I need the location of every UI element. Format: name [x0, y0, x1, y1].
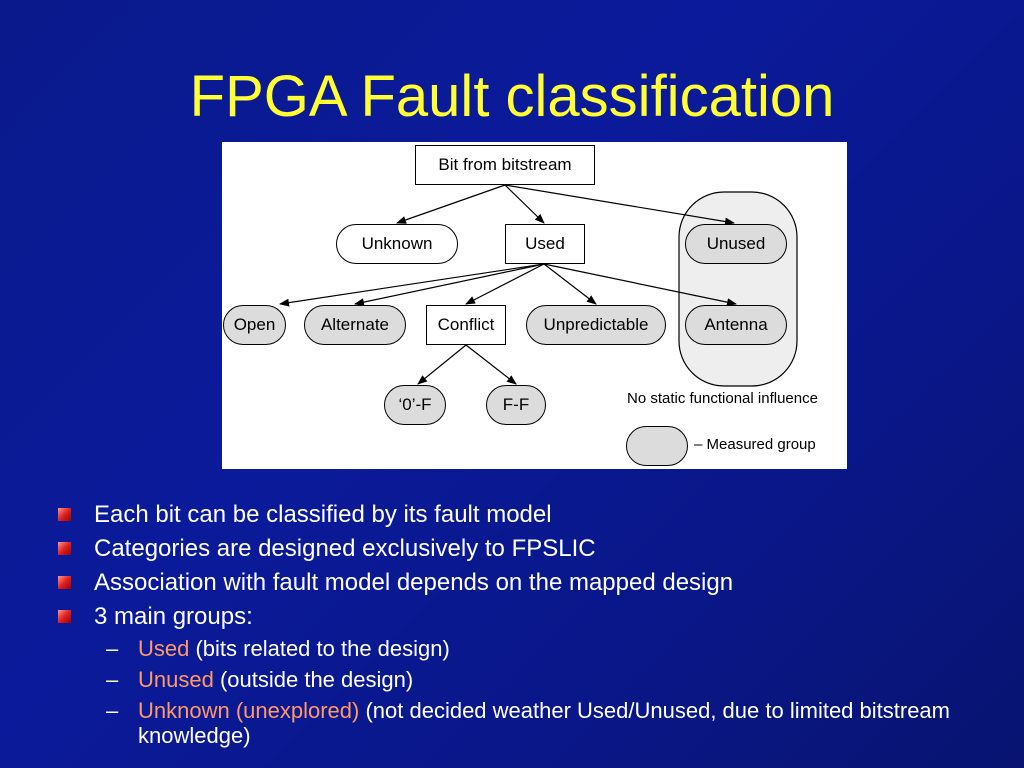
sub-bullet-highlight: Used	[138, 636, 190, 661]
bullet-item: Association with fault model depends on …	[58, 566, 1008, 600]
node-used: Used	[505, 224, 585, 264]
bullet-square-icon	[58, 610, 71, 623]
group-caption: No static functional influence	[627, 390, 818, 407]
edge-used-open	[279, 263, 545, 307]
sub-bullet-highlight: Unused	[138, 667, 214, 692]
edge-used-alternate	[354, 263, 545, 307]
sub-bullet-highlight: Unknown (unexplored)	[138, 698, 360, 723]
sub-bullet-used: –Used (bits related to the design)	[58, 636, 1008, 661]
edge-conflict-0f	[417, 344, 467, 385]
edge-root-unused	[504, 184, 735, 226]
node-conflict: Conflict	[426, 305, 506, 345]
legend-swatch	[626, 426, 688, 466]
bullet-square-icon	[58, 508, 71, 521]
node-open: Open	[223, 305, 286, 345]
node-0-f: ‘0’-F	[384, 385, 446, 425]
sub-bullet-text: (not decided weather Used/Unused, due to…	[138, 698, 950, 748]
slide-title: FPGA Fault classification	[189, 64, 835, 129]
node-f-f: F-F	[486, 385, 546, 425]
sub-bullet-text: (outside the design)	[213, 667, 414, 692]
bullet-list: Each bit can be classified by its fault …	[58, 498, 1008, 748]
edge-used-conflict	[465, 263, 545, 305]
node-alternate: Alternate	[304, 305, 406, 345]
node-unpredictable: Unpredictable	[526, 305, 666, 345]
node-bit-from-bitstream: Bit from bitstream	[415, 145, 595, 185]
dash-marker: –	[106, 636, 119, 661]
fault-classification-diagram: Bit from bitstream Unknown Used Unused O…	[222, 142, 847, 469]
edge-root-used	[504, 184, 545, 224]
bullet-square-icon	[58, 542, 71, 555]
edge-used-unpredictable	[543, 263, 597, 305]
bullet-item: Each bit can be classified by its fault …	[58, 498, 1008, 532]
dash-marker: –	[106, 667, 119, 692]
edge-root-unknown	[396, 184, 506, 224]
bullet-item: 3 main groups:	[58, 600, 1008, 634]
edge-used-antenna	[543, 263, 737, 307]
sub-bullet-text: (bits related to the design)	[189, 636, 450, 661]
node-unknown: Unknown	[336, 224, 458, 264]
unused-group-region	[678, 191, 798, 387]
bullet-item: Categories are designed exclusively to F…	[58, 532, 1008, 566]
sub-bullet-unused: –Unused (outside the design)	[58, 667, 1008, 692]
bullet-square-icon	[58, 576, 71, 589]
legend-caption: – Measured group	[694, 436, 816, 453]
dash-marker: –	[106, 698, 119, 723]
sub-bullet-unknown: –Unknown (unexplored) (not decided weath…	[58, 698, 1008, 748]
edge-conflict-ff	[465, 344, 517, 385]
node-unused: Unused	[685, 224, 787, 264]
node-antenna: Antenna	[685, 305, 787, 345]
